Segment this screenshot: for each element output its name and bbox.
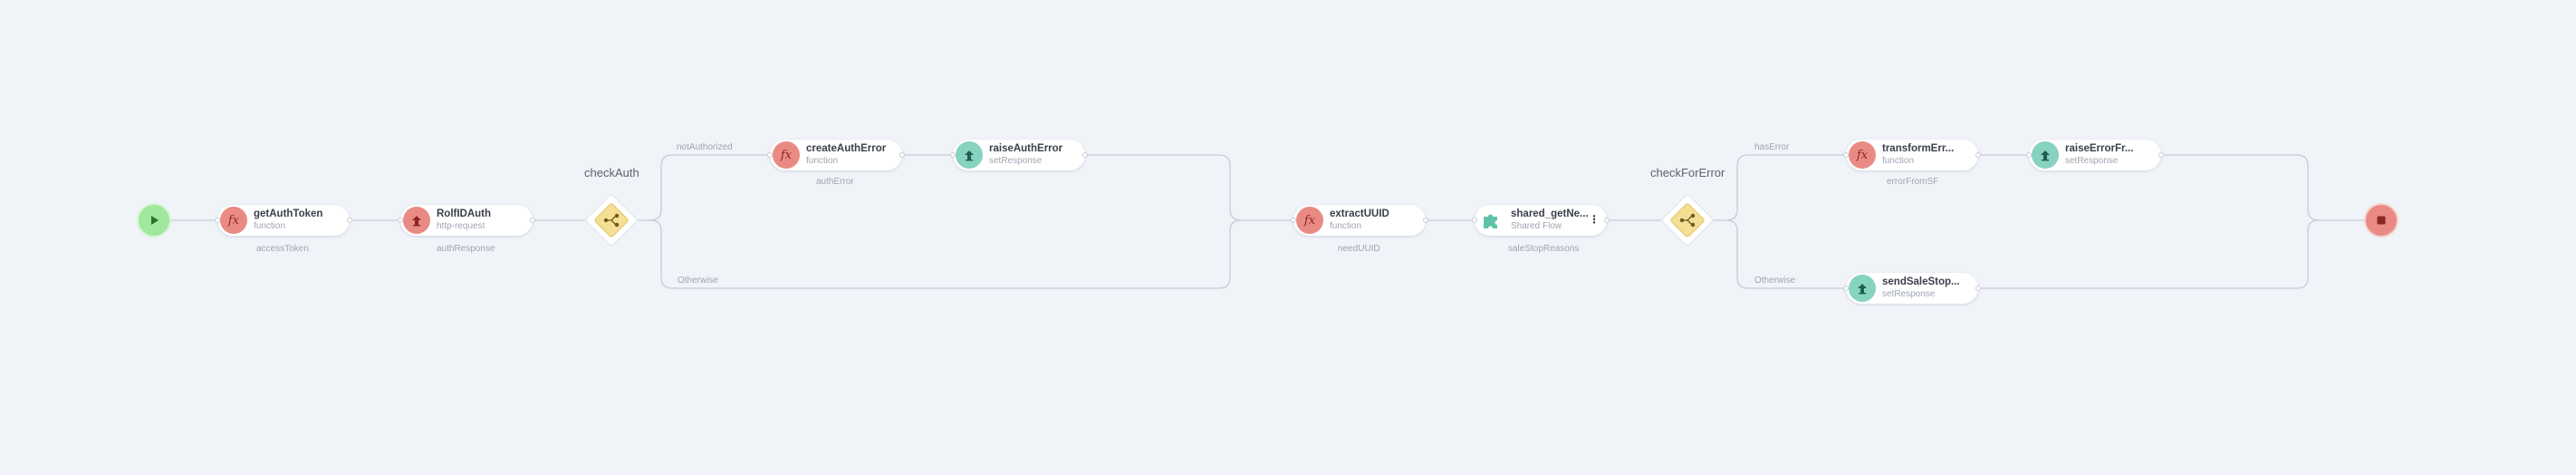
node-name: raiseAuthError [989, 143, 1063, 154]
node-type: setResponse [1882, 289, 1936, 299]
node-name: extractUUID [1330, 208, 1389, 219]
edge-raiseerrorfr-end [2161, 154, 2366, 221]
gateway-title: checkForError [1650, 166, 1725, 179]
node-extractuuid[interactable]: fx extractUUID function [1291, 205, 1428, 236]
node-output-label: accessToken [256, 244, 309, 254]
play-icon [151, 216, 159, 225]
node-output-label: errorFromSF [1887, 177, 1939, 187]
input-port[interactable] [767, 152, 773, 158]
node-transformerr[interactable]: fx transformErr... function [1843, 140, 1981, 170]
branch-icon [1679, 213, 1696, 228]
node-name: getAuthToken [254, 208, 323, 219]
gateway-checkauth[interactable] [584, 193, 639, 247]
output-port[interactable] [1604, 218, 1610, 223]
output-port[interactable] [530, 218, 535, 223]
branch-label: Otherwise [678, 276, 719, 286]
node-name: raiseErrorFr... [2065, 143, 2134, 154]
node-createautherror[interactable]: fx createAuthError function [767, 140, 905, 170]
output-port[interactable] [347, 218, 352, 223]
node-output-label: authError [816, 177, 854, 187]
node-output-label: saleStopReasons [1508, 244, 1580, 254]
node-output-label: authResponse [437, 244, 495, 254]
end-event[interactable] [2366, 205, 2397, 236]
edge-raiseautherror-extractuuid [1085, 154, 1293, 221]
gateway-title: checkAuth [584, 166, 639, 179]
node-type: http-request [437, 221, 485, 231]
fx-icon: fx [773, 141, 800, 169]
node-name: RolfIDAuth [437, 208, 492, 219]
input-port[interactable] [2026, 152, 2032, 158]
edge-checkforerror-sendsalestop [1725, 219, 1846, 289]
start-event[interactable] [139, 205, 169, 236]
edge-checkforerror-transformerr [1714, 154, 1846, 221]
branch-label: notAuthorized [677, 142, 733, 152]
fx-icon: fx [1296, 207, 1323, 234]
node-type: function [1882, 156, 1915, 166]
output-port[interactable] [1082, 152, 1088, 158]
node-rolfidauth[interactable]: RolfIDAuth http-request [398, 205, 535, 236]
input-port[interactable] [950, 152, 956, 158]
puzzle-icon [1477, 207, 1504, 234]
input-port[interactable] [1472, 218, 1477, 223]
input-port[interactable] [1291, 218, 1296, 223]
node-name: sendSaleStop... [1882, 276, 1960, 287]
node-getauthtoken[interactable]: fx getAuthToken function [215, 205, 352, 236]
node-name: createAuthError [806, 143, 887, 154]
input-port[interactable] [398, 218, 403, 223]
output-port[interactable] [1975, 286, 1981, 291]
node-raiseautherror[interactable]: raiseAuthError setResponse [950, 140, 1088, 170]
branch-label: hasError [1754, 142, 1790, 152]
fx-icon: fx [220, 207, 247, 234]
node-name: transformErr... [1882, 143, 1955, 154]
node-sendsalestop[interactable]: sendSaleStop... setResponse [1843, 273, 1981, 304]
branch-icon [603, 213, 620, 228]
node-type: function [1330, 221, 1362, 231]
output-port[interactable] [1423, 218, 1428, 223]
edge-checkauth-otherwise [649, 219, 1242, 289]
edge-sendsalestop-end [1978, 219, 2320, 289]
gateway-checkforerror[interactable] [1660, 193, 1715, 247]
node-name: shared_getNe... [1511, 208, 1589, 219]
stop-icon [2377, 216, 2386, 225]
output-port[interactable] [1975, 152, 1981, 158]
input-port[interactable] [215, 218, 220, 223]
more-icon[interactable]: ⋮ [1589, 213, 1600, 226]
node-type: setResponse [2065, 156, 2119, 166]
node-type: Shared Flow [1511, 221, 1562, 231]
node-shared-getne[interactable]: shared_getNe... Shared Flow ⋮ [1472, 205, 1610, 236]
node-raiseerrorfr[interactable]: raiseErrorFr... setResponse [2026, 140, 2164, 170]
output-port[interactable] [2158, 152, 2164, 158]
node-type: function [254, 221, 286, 231]
upload-icon [403, 207, 430, 234]
branch-label: Otherwise [1754, 276, 1796, 286]
node-type: function [806, 156, 839, 166]
node-output-label: needUUID [1338, 244, 1380, 254]
upload-icon [956, 141, 983, 169]
upload-icon [2032, 141, 2059, 169]
edge-checkauth-createautherror [638, 154, 770, 221]
output-port[interactable] [899, 152, 905, 158]
fx-icon: fx [1849, 141, 1876, 169]
node-type: setResponse [989, 156, 1043, 166]
input-port[interactable] [1843, 286, 1849, 291]
input-port[interactable] [1843, 152, 1849, 158]
upload-icon [1849, 275, 1876, 302]
